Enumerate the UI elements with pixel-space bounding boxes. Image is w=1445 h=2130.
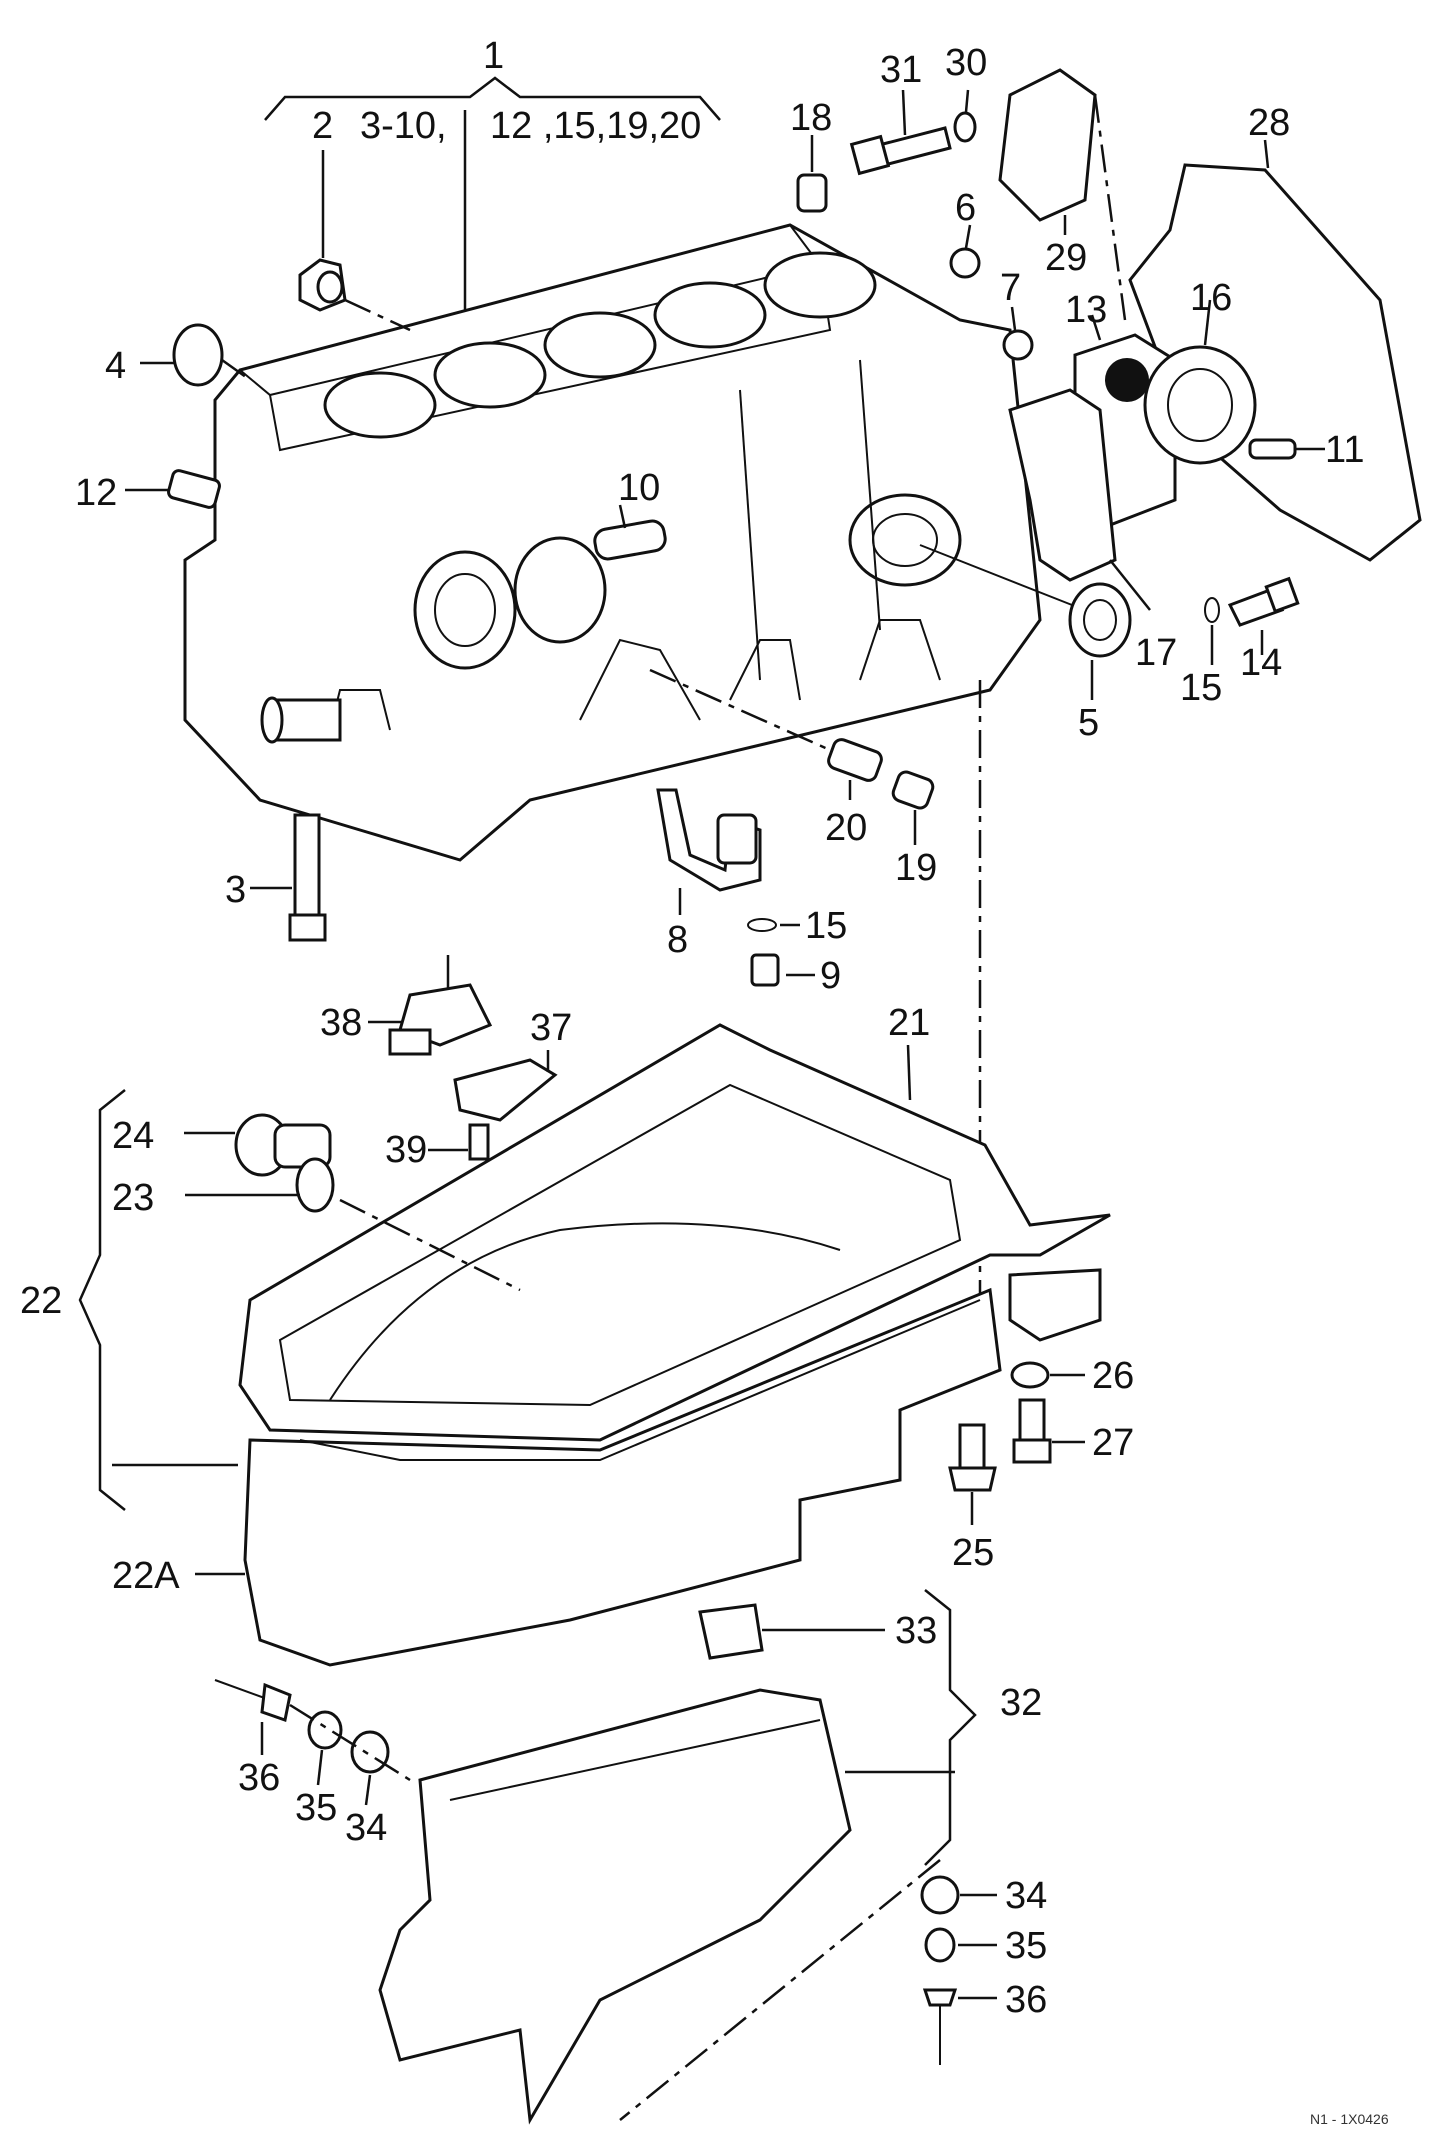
- callout-19: 19: [895, 847, 937, 889]
- rivet-36a: [214, 1679, 292, 1755]
- callout-6: 6: [955, 187, 976, 229]
- callout-11: 11: [1325, 429, 1364, 471]
- callout-20: 20: [825, 807, 867, 849]
- bolt-25: [948, 1423, 997, 1525]
- rivet-36b: [619, 1859, 997, 2121]
- callout-13: 13: [1065, 289, 1107, 331]
- plug-4: [140, 323, 251, 387]
- cylinder-bore-5: [763, 251, 877, 319]
- seal-5: [919, 544, 1132, 700]
- stud-12: [125, 469, 221, 509]
- gasket-17: [1008, 388, 1151, 611]
- pin-11: [1248, 438, 1325, 460]
- callout-12: 12: [75, 472, 117, 514]
- nut-35b: [924, 1927, 997, 1963]
- callout-34b: 34: [1005, 1875, 1047, 1917]
- plug-19: [891, 770, 935, 845]
- oil-jet-8: [656, 788, 762, 915]
- callout-32: 32: [1000, 1682, 1042, 1724]
- callout-14: 14: [1240, 642, 1282, 684]
- bracket-37: [453, 1050, 558, 1122]
- callout-7: 7: [1000, 267, 1021, 309]
- clip-15a: [1204, 597, 1220, 665]
- callout-10: 10: [618, 467, 660, 509]
- cover-29: [998, 68, 1127, 321]
- callout-25: 25: [952, 1532, 994, 1574]
- washer-26: [1010, 1361, 1085, 1389]
- callout-35a: 35: [295, 1787, 337, 1829]
- callout-30: 30: [945, 42, 987, 84]
- callout-1: 1: [483, 35, 504, 77]
- nut-35a: [307, 1710, 343, 1786]
- callout-9: 9: [820, 955, 841, 997]
- callout-15b: 15: [805, 905, 847, 947]
- callout-12-15-19-20: 12 ,15,19,20: [490, 105, 701, 147]
- callout-35b: 35: [1005, 1925, 1047, 1967]
- callout-22a: 22A: [112, 1555, 180, 1597]
- callout-5: 5: [1078, 702, 1099, 744]
- cylinder-bore-2: [433, 341, 547, 409]
- grommet-33: [698, 1603, 885, 1660]
- bolt-27: [1012, 1398, 1085, 1464]
- engine-mount-2: [298, 150, 411, 332]
- footer-code: N1 - 1X0426: [1310, 2111, 1389, 2127]
- callout-33: 33: [895, 1610, 937, 1652]
- bolt-39: [428, 1123, 490, 1161]
- callout-27: 27: [1092, 1422, 1134, 1464]
- shield-32: [378, 1589, 977, 2125]
- bolt-9: [750, 953, 815, 987]
- dowel-10: [593, 504, 667, 561]
- callout-29: 29: [1045, 237, 1087, 279]
- grommet-34a: [289, 1703, 411, 1806]
- clip-15b: [747, 918, 800, 932]
- callout-28: 28: [1248, 102, 1290, 144]
- callout-15a: 15: [1180, 667, 1222, 709]
- callout-21: 21: [888, 1002, 930, 1044]
- callout-39: 39: [385, 1129, 427, 1171]
- oil-sump-22: [243, 1222, 1102, 1667]
- callout-8: 8: [667, 919, 688, 961]
- grommet-34b: [920, 1875, 997, 1915]
- callout-34a: 34: [345, 1807, 387, 1849]
- callout-labels: 31 30 28 18 6 7 29 13 16 4 11 12 10 14 1…: [20, 42, 1364, 2021]
- bolt-14: [1227, 576, 1300, 655]
- callout-36b: 36: [1005, 1979, 1047, 2021]
- callout-2: 2: [312, 105, 333, 147]
- callout-37: 37: [530, 1007, 572, 1049]
- plate-28: [1128, 139, 1422, 562]
- plug-7: [1002, 306, 1034, 361]
- cylinder-bore-4: [653, 281, 767, 349]
- plug-6: [949, 224, 981, 279]
- cylinder-bore-3: [543, 311, 657, 379]
- callout-3: 3: [225, 869, 246, 911]
- group-22-bracket: [78, 1089, 238, 1511]
- callout-23: 23: [112, 1177, 154, 1219]
- callout-3-10: 3-10,: [360, 105, 447, 147]
- callout-4: 4: [105, 345, 126, 387]
- callout-16: 16: [1190, 277, 1232, 319]
- stud-18: [796, 135, 828, 213]
- group-1-bracket: 1 2 3-10, 12 ,15,19,20: [264, 35, 721, 330]
- callout-26: 26: [1092, 1355, 1134, 1397]
- bolt-31: [849, 89, 952, 176]
- callout-24: 24: [112, 1115, 154, 1157]
- gasket-21: [238, 1023, 1111, 1442]
- cylinder-bore-1: [323, 371, 437, 439]
- bolt-3: [250, 813, 327, 942]
- washer-23: [185, 1157, 521, 1292]
- callout-31: 31: [880, 49, 922, 91]
- seal-16: [1143, 299, 1257, 465]
- callout-22: 22: [20, 1280, 62, 1322]
- callout-38: 38: [320, 1002, 362, 1044]
- washer-30: [953, 89, 977, 143]
- level-sensor-38: [368, 955, 493, 1056]
- marker-dot: [1105, 358, 1149, 402]
- callout-36a: 36: [238, 1757, 280, 1799]
- callout-18: 18: [790, 97, 832, 139]
- callout-17: 17: [1135, 632, 1177, 674]
- sensor-20: [649, 668, 883, 800]
